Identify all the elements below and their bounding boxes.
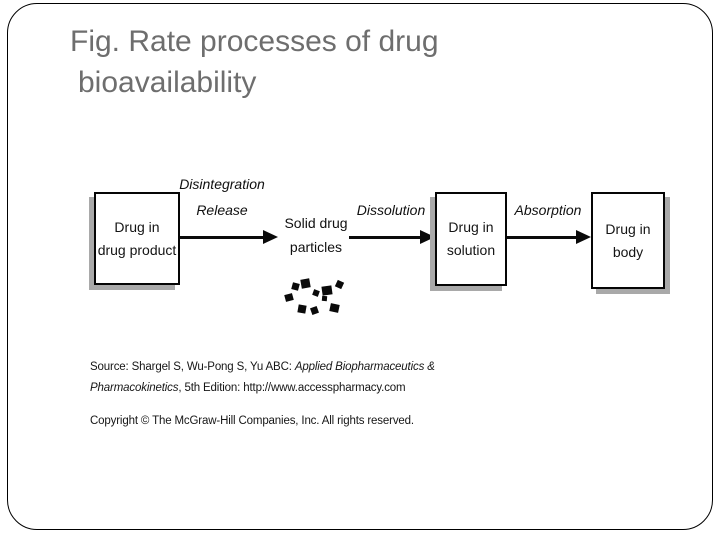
- drug-particle: [310, 306, 319, 315]
- arrow-label-dissolution: Dissolution: [356, 202, 426, 218]
- box-label-line1: Drug in: [114, 218, 160, 235]
- drug-particle: [300, 278, 311, 289]
- box-label-line2: body: [612, 243, 644, 260]
- arrow-absorption-line: [507, 236, 577, 239]
- arrow-label-line2: Release: [196, 202, 248, 218]
- drug-particle: [312, 289, 320, 297]
- drug-particle: [284, 293, 294, 302]
- arrow-dissolution-head-icon: [420, 230, 435, 244]
- box-drug-in-body: Drug in body: [591, 192, 665, 289]
- page-title-line2: bioavailability: [78, 66, 257, 99]
- box-label-line2: drug product: [97, 241, 177, 258]
- arrow-disintegration-head-icon: [263, 230, 278, 244]
- arrow-label-disintegration-release: Disintegration Release: [167, 171, 277, 223]
- box-label-line1: Drug in: [448, 219, 494, 235]
- source-book-title-part1: Applied Biopharmaceutics &: [294, 361, 435, 373]
- box-label-line2: solution: [446, 242, 496, 258]
- arrow-disintegration-line: [180, 236, 265, 239]
- figure-copyright-notice: Copyright © The McGraw-Hill Companies, I…: [90, 415, 414, 427]
- stage-label-line2: particles: [289, 239, 343, 255]
- drug-particle: [329, 303, 340, 313]
- source-suffix: , 5th Edition: http://www.accesspharmacy…: [178, 382, 406, 394]
- arrow-absorption-head-icon: [576, 230, 591, 244]
- page-title-line1: Fig. Rate processes of drug: [70, 25, 439, 58]
- arrow-dissolution-line: [349, 236, 421, 239]
- solid-drug-particles-graphic: [282, 276, 348, 320]
- stage-label-solid-drug-particles: Solid drug particles: [272, 211, 360, 259]
- figure-source-citation: Source: Shargel S, Wu-Pong S, Yu ABC: Ap…: [90, 357, 460, 399]
- stage-label-line1: Solid drug: [284, 215, 348, 231]
- drug-particle: [321, 295, 328, 302]
- source-prefix: Source: Shargel S, Wu-Pong S, Yu ABC:: [90, 361, 295, 373]
- source-book-title-part2: Pharmacokinetics: [90, 382, 179, 394]
- drug-particle: [334, 279, 345, 290]
- box-label-line1: Drug in: [605, 220, 651, 237]
- arrow-label-absorption: Absorption: [514, 202, 582, 218]
- box-drug-in-drug-product: Drug in drug product: [94, 192, 180, 285]
- box-drug-in-solution: Drug in solution: [435, 192, 507, 286]
- drug-particle: [297, 304, 307, 314]
- page-title: Fig. Rate processes of drug bioavailabil…: [70, 21, 550, 103]
- arrow-label-line1: Disintegration: [179, 176, 265, 192]
- drug-particle: [321, 285, 333, 296]
- drug-particle: [291, 282, 300, 291]
